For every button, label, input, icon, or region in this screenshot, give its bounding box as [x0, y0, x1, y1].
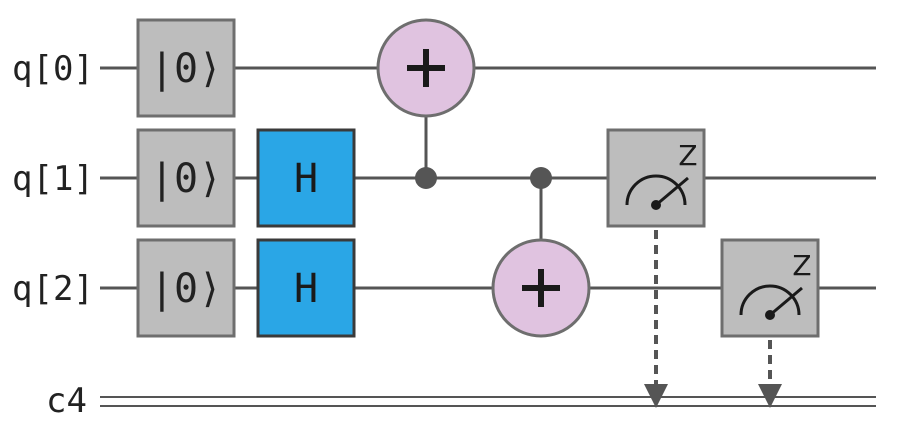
cnot-gate-q1-q0[interactable] [376, 18, 476, 189]
init-gate-label: |0⟩ [150, 46, 222, 92]
meter-pivot-icon [651, 200, 661, 210]
measure-basis-label: Z [792, 249, 811, 282]
meter-arc-icon [625, 174, 687, 206]
measure-gate-q2[interactable]: Z [720, 238, 820, 338]
init-gate-label: |0⟩ [150, 266, 222, 312]
init-gate-q1[interactable]: |0⟩ [136, 128, 236, 228]
init-gate-q2[interactable]: |0⟩ [136, 238, 236, 338]
hadamard-gate-q2[interactable]: H [256, 238, 356, 338]
init-gate-q0[interactable]: |0⟩ [136, 18, 236, 118]
arrow-down-icon [644, 384, 668, 408]
meter-needle-icon [769, 286, 803, 317]
hadamard-gate-q1[interactable]: H [256, 128, 356, 228]
hadamard-gate-label: H [294, 266, 318, 312]
arrow-down-icon [758, 384, 782, 408]
meter-needle-icon [655, 176, 689, 207]
cnot-gate-q1-q2[interactable] [491, 167, 591, 338]
meter-pivot-icon [765, 310, 775, 320]
qubit-label-q2: q[2] [12, 269, 94, 309]
init-gate-label: |0⟩ [150, 156, 222, 202]
meter-arc-icon [739, 284, 801, 316]
measure-basis-label: Z [678, 139, 697, 172]
hadamard-gate-label: H [294, 156, 318, 202]
control-dot-icon [530, 167, 552, 189]
control-dot-icon [415, 167, 437, 189]
measure-gate-q1[interactable]: Z [606, 128, 706, 228]
qubit-label-q0: q[0] [12, 49, 94, 89]
classical-register-label: c4 [46, 381, 87, 421]
qubit-label-q1: q[1] [12, 159, 94, 199]
